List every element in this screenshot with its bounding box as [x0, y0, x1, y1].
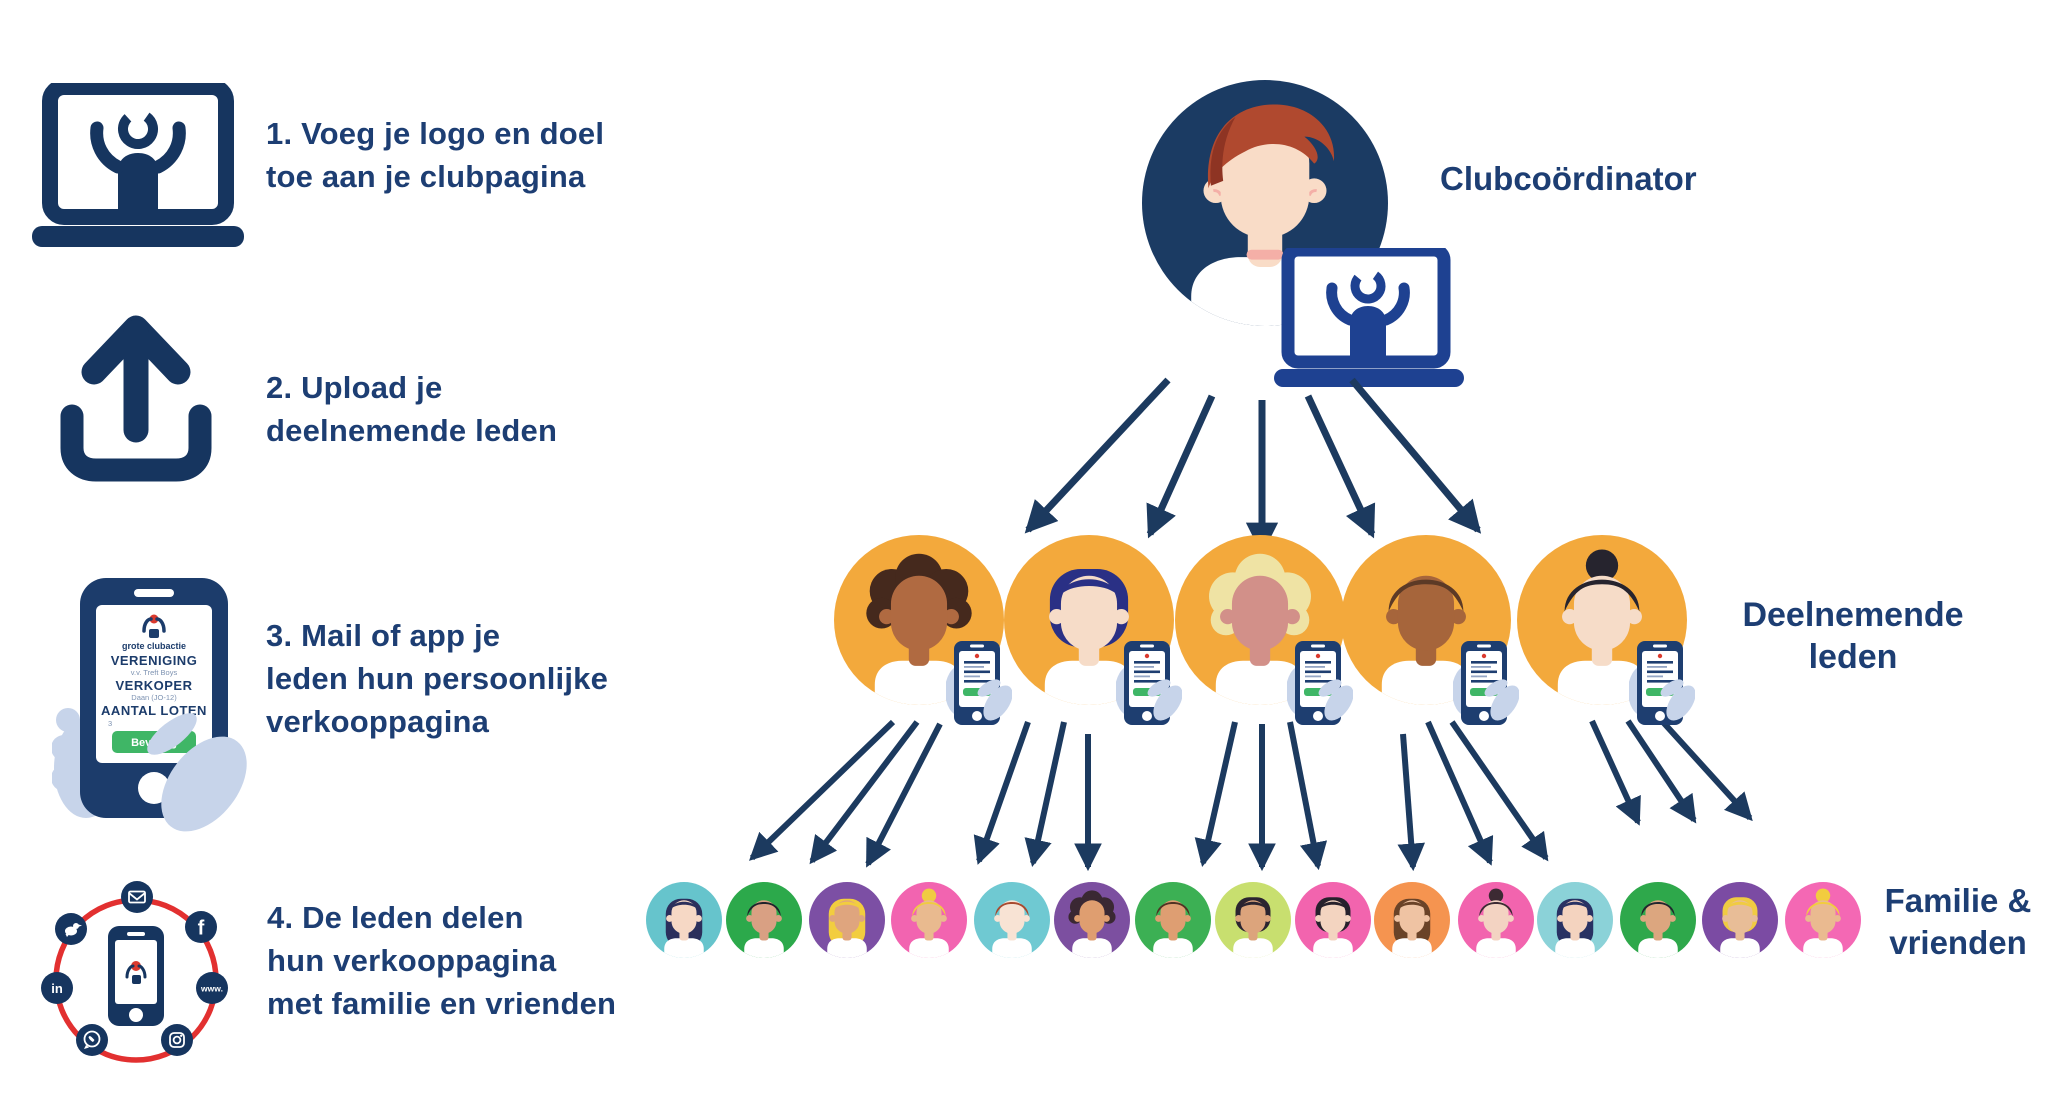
- member-avatar-2: [1004, 535, 1182, 725]
- members-label: Deelnemende leden: [1742, 596, 1964, 676]
- family-avatar-10: [1374, 882, 1450, 958]
- step-4-text: 4. De leden delen hun verkooppagina met …: [267, 900, 617, 1021]
- svg-text:v.v. Treft Boys: v.v. Treft Boys: [131, 668, 178, 677]
- level-2-arrows: [749, 718, 1753, 872]
- svg-text:grote clubactie: grote clubactie: [122, 641, 186, 651]
- family-avatar-13: [1620, 882, 1696, 958]
- member-avatar-4: [1341, 535, 1519, 725]
- family-avatar-5: [974, 882, 1050, 958]
- upload-icon: [60, 315, 212, 482]
- linkedin-icon: in: [41, 972, 73, 1004]
- social-share-icon: f in www.: [41, 881, 228, 1063]
- step-2-text: 2. Upload je deelnemende leden: [266, 370, 558, 448]
- family-avatar-2: [726, 882, 802, 958]
- level-1-arrows: [1024, 377, 1482, 555]
- facebook-icon: f: [185, 911, 217, 943]
- whatsapp-icon: [76, 1024, 108, 1056]
- mail-icon: [121, 881, 153, 913]
- svg-text:f: f: [198, 918, 205, 940]
- member-avatar-1: [834, 535, 1012, 725]
- laptop-logo-icon: [32, 83, 244, 247]
- svg-text:VERENIGING: VERENIGING: [111, 653, 198, 668]
- family-avatar-8: [1215, 882, 1291, 958]
- family-avatar-4: [891, 882, 967, 958]
- svg-text:AANTAL LOTEN: AANTAL LOTEN: [101, 703, 207, 718]
- step-1-text: 1. Voeg je logo en doel toe aan je clubp…: [266, 116, 605, 194]
- svg-text:VERKOPER: VERKOPER: [116, 678, 193, 693]
- step-3-text: 3. Mail of app je leden hun persoonlijke…: [266, 618, 609, 739]
- svg-text:3: 3: [108, 719, 112, 728]
- member-avatar-5: [1517, 535, 1695, 725]
- family-avatar-12: [1537, 882, 1613, 958]
- svg-text:Daan (JO-12): Daan (JO-12): [131, 693, 177, 702]
- coordinator-label: Clubcoördinator: [1440, 160, 1697, 197]
- family-label: Familie & vrienden: [1884, 882, 2032, 961]
- phone-sale-icon: grote clubactie VERENIGING v.v. Treft Bo…: [52, 578, 247, 832]
- family-avatar-15: [1785, 882, 1861, 958]
- family-avatar-11: [1458, 882, 1534, 958]
- family-avatar-6: [1054, 882, 1130, 958]
- instagram-icon: [161, 1024, 193, 1056]
- svg-text:in: in: [51, 981, 63, 996]
- twitter-icon: [55, 913, 87, 945]
- family-avatar-14: [1702, 882, 1778, 958]
- www-icon: www.: [196, 972, 228, 1004]
- member-avatar-3: [1175, 535, 1353, 725]
- family-avatar-7: [1135, 882, 1211, 958]
- svg-text:www.: www.: [200, 984, 223, 994]
- coordinator-laptop-icon: [1274, 248, 1464, 387]
- family-avatar-3: [809, 882, 885, 958]
- family-avatar-9: [1295, 882, 1371, 958]
